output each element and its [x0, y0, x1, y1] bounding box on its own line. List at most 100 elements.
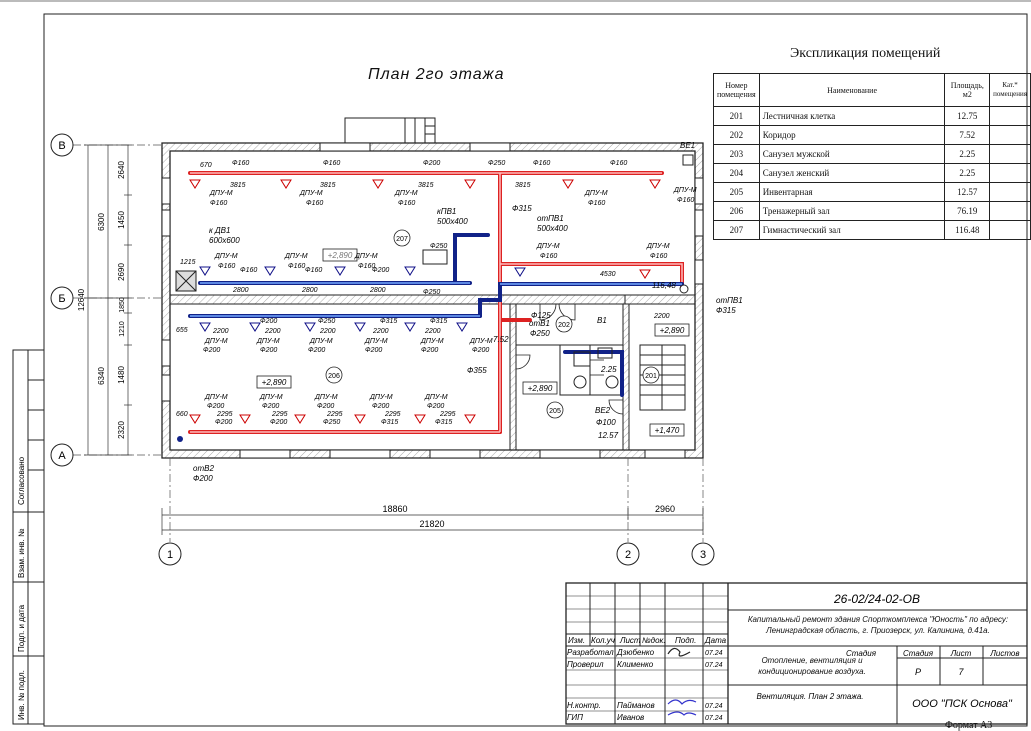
- floor-plan: В Б А 1 2 3 6300 12640 634: [50, 117, 743, 566]
- segment-label: 2200: [424, 328, 441, 335]
- segment-label: 2295: [326, 411, 343, 418]
- dim-2640: 2640: [117, 161, 126, 179]
- diffuser-label: ДПУ-М: [673, 187, 697, 194]
- segment-label: 3815: [230, 182, 246, 189]
- row-num: 206: [713, 201, 760, 221]
- side-stamp: [12, 349, 45, 725]
- room-205-tag: 205: [549, 408, 561, 415]
- col-ndok: №док.: [642, 636, 666, 645]
- dim-18860: 18860: [382, 504, 407, 514]
- header-cat: Кат.* помещения: [989, 73, 1031, 107]
- duct-label: Ф200: [423, 160, 440, 167]
- diffuser-label: ДПУ-М: [420, 338, 444, 345]
- duct-label: Ф160: [240, 267, 257, 274]
- label-pv1-size: 500х400: [437, 217, 468, 226]
- dim-2320: 2320: [117, 421, 126, 439]
- duct-label: Ф315: [380, 318, 397, 325]
- row-area: 76.19: [944, 201, 991, 221]
- dim-6340: 6340: [97, 367, 106, 385]
- role-normcontrol: Н.контр.: [567, 701, 601, 710]
- plan-title: План 2го этажа: [368, 66, 505, 83]
- row-area: 116.48: [944, 220, 991, 240]
- diffuser-label: ДПУ-М: [424, 394, 448, 401]
- date-gip: 07.24: [705, 715, 723, 722]
- row-cat: [989, 125, 1031, 145]
- label-otv1-d: Ф125: [531, 311, 551, 320]
- label-ve1: ВЕ1: [680, 141, 695, 150]
- dim-2960: 2960: [655, 504, 675, 514]
- duct-label: Ф250: [430, 243, 447, 250]
- duct-label: Ф200: [262, 403, 279, 410]
- duct-label: Ф200: [203, 347, 220, 354]
- diffuser-label: ДПУ-М: [364, 338, 388, 345]
- row-name: Санузел женский: [758, 163, 946, 183]
- sheet-title: Вентиляция. План 2 этажа.: [756, 692, 863, 701]
- duct-label: Ф160: [305, 267, 322, 274]
- row-cat: [989, 144, 1031, 164]
- duct-label: Ф200: [317, 403, 334, 410]
- diffuser-label: ДПУ-М: [536, 243, 560, 250]
- row-cat: [989, 220, 1031, 240]
- duct-label: Ф160: [610, 160, 627, 167]
- diffuser-label: ДПУ-М: [209, 190, 233, 197]
- name-gip: Иванов: [617, 713, 644, 722]
- level-mark-stair: +1,470: [655, 426, 680, 435]
- duct-label: Ф315: [381, 419, 398, 426]
- duct-label: Ф200: [207, 403, 224, 410]
- project-description: Капитальный ремонт здания Спорткомплекса…: [747, 615, 1009, 635]
- duct-label: Ф160: [650, 253, 667, 260]
- segment-label: 2800: [232, 287, 249, 294]
- row-name: Санузел мужской: [758, 144, 946, 164]
- date-developer: 07.24: [705, 650, 723, 657]
- duct-label: Ф250: [423, 289, 440, 296]
- row-name: Гимнастический зал: [758, 220, 946, 240]
- row-area: 7.52: [944, 125, 991, 145]
- duct-label: Ф200: [260, 318, 277, 325]
- duct-label: Ф250: [488, 160, 505, 167]
- label-dv1-size: 600х600: [209, 236, 240, 245]
- dim-1480: 1480: [117, 366, 126, 384]
- duct-label: Ф200: [472, 347, 489, 354]
- duct-label: Ф160: [677, 197, 694, 204]
- segment-label: 1215: [180, 259, 196, 266]
- segment-label: 2800: [369, 287, 386, 294]
- stage-label-col: Стадия: [903, 649, 934, 658]
- dim-21820: 21820: [419, 519, 444, 529]
- label-otpv1-a: отПВ1: [537, 214, 564, 223]
- segment-label: 2800: [301, 287, 318, 294]
- duct-label: Ф315: [430, 318, 447, 325]
- label-area-203: 2.25: [600, 365, 617, 374]
- room-206-tag: 206: [328, 373, 340, 380]
- duct-label: Ф160: [232, 160, 249, 167]
- role-gip: ГИП: [567, 713, 583, 722]
- diffuser-label: ДПУ-М: [256, 338, 280, 345]
- diffuser-label: ДПУ-М: [284, 253, 308, 260]
- label-otv2: отВ2: [193, 464, 214, 473]
- col-list: Лист: [619, 636, 641, 645]
- duct-label: Ф200: [427, 403, 444, 410]
- duct-label: Ф160: [540, 253, 557, 260]
- row-area: 2.25: [944, 163, 991, 183]
- duct-label: Ф200: [365, 347, 382, 354]
- diffuser-label: ДПУ-М: [309, 338, 333, 345]
- label-otpv1-a-size: 500х400: [537, 224, 568, 233]
- duct-label: Ф160: [306, 200, 323, 207]
- segment-label: 2200: [372, 328, 389, 335]
- col-kol: Кол.уч: [591, 636, 615, 645]
- dim-1450: 1450: [117, 211, 126, 229]
- label-d250: Ф250: [530, 329, 550, 338]
- header-num: Номер помещения: [713, 73, 760, 107]
- project-code: 26-02/24-02-ОВ: [833, 592, 920, 606]
- segment-label: 3815: [418, 182, 434, 189]
- date-checker: 07.24: [705, 662, 723, 669]
- label-pv1: кПВ1: [437, 207, 456, 216]
- diffuser-label: ДПУ-М: [204, 394, 228, 401]
- row-area: 2.25: [944, 144, 991, 164]
- segment-label: 2295: [384, 411, 401, 418]
- stage-label: Стадия: [846, 649, 877, 658]
- duct-label: Ф160: [588, 200, 605, 207]
- room-201-tag: 201: [645, 373, 657, 380]
